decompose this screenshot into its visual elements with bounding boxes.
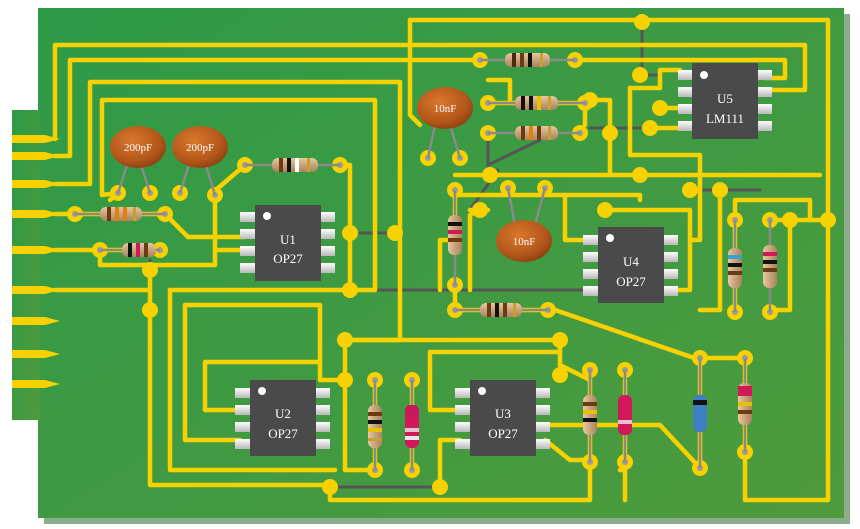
resistor-r12	[405, 405, 419, 448]
c2-value-label: 200pF	[186, 142, 214, 154]
resistor-r11	[368, 405, 382, 448]
resistor-r6	[122, 243, 156, 257]
resistor-r14	[618, 395, 632, 435]
component-leads	[75, 58, 772, 470]
resistor-r13	[583, 395, 597, 435]
resistor-r7	[480, 303, 522, 317]
resistor-r8	[448, 215, 462, 255]
resistor-r15	[738, 383, 752, 425]
u3-ref-label: U3	[495, 406, 511, 421]
u4-part-label: OP27	[616, 274, 646, 289]
capacitor-c1: 200pF	[110, 126, 166, 168]
c4-value-label: 10nF	[513, 236, 536, 248]
edge-connector-tab	[12, 110, 40, 420]
u3-part-label: OP27	[488, 426, 518, 441]
resistor-r2	[515, 96, 558, 110]
edge-connector-fingers	[12, 135, 60, 388]
ic-u4: U4 OP27	[583, 227, 678, 303]
capacitor-c4: 10nF	[496, 220, 552, 262]
u2-part-label: OP27	[268, 426, 298, 441]
resistor-r1	[505, 53, 550, 67]
u1-ref-label: U1	[280, 232, 296, 247]
resistor-r9	[728, 248, 742, 288]
resistor-r5	[100, 207, 142, 221]
c1-value-label: 200pF	[124, 142, 152, 154]
c3-value-label: 10nF	[434, 103, 457, 115]
capacitor-c2: 200pF	[172, 126, 228, 168]
u5-part-label: LM111	[706, 111, 744, 126]
resistor-r10	[763, 245, 777, 288]
resistor-r3	[515, 126, 558, 140]
ic-u5: U5 LM111	[678, 63, 772, 139]
u2-ref-label: U2	[275, 406, 291, 421]
diode-d1	[693, 395, 707, 432]
ic-u3: U3 OP27	[455, 380, 550, 456]
resistor-r4	[272, 158, 318, 172]
ic-u1: U1 OP27	[240, 205, 335, 281]
capacitor-c3: 10nF	[417, 87, 473, 129]
u1-part-label: OP27	[273, 251, 303, 266]
ic-u2: U2 OP27	[235, 380, 330, 456]
u4-ref-label: U4	[623, 254, 639, 269]
u5-ref-label: U5	[717, 91, 733, 106]
